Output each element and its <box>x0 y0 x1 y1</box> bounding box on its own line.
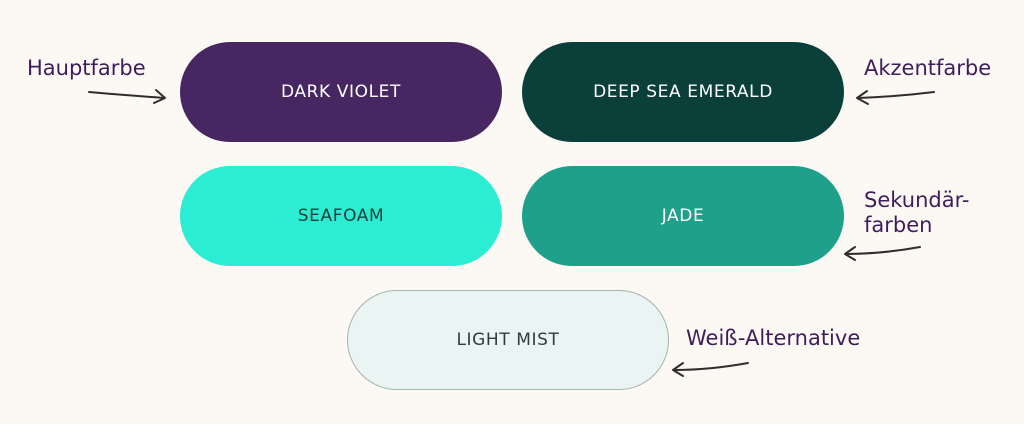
hand-drawn-arrow-icon <box>856 90 935 105</box>
swatch-label-seafoam: SEAFOAM <box>297 206 385 226</box>
annotation-sekundaerfarben: Sekundär- farben <box>864 188 969 238</box>
swatch-label-light-mist: LIGHT MIST <box>456 330 560 350</box>
annotation-sekundaer-line2: farben <box>864 213 933 237</box>
swatch-deep-sea-emerald: DEEP SEA EMERALD <box>522 42 844 142</box>
swatch-light-mist: LIGHT MIST <box>347 290 669 390</box>
swatch-label-dark-violet: DARK VIOLET <box>280 82 401 102</box>
swatch-label-deep-sea-emerald: DEEP SEA EMERALD <box>593 82 773 102</box>
annotation-sekundaer-line1: Sekundär- <box>864 188 970 212</box>
annotation-akzentfarbe: Akzentfarbe <box>864 56 992 80</box>
hand-drawn-arrow-icon <box>88 89 166 104</box>
swatch-jade: JADE <box>522 166 844 266</box>
swatch-seafoam: SEAFOAM <box>180 166 502 266</box>
hand-drawn-arrow-icon <box>844 246 921 261</box>
swatch-label-jade: JADE <box>661 206 705 226</box>
annotation-weiss-alternative: Weiß-Alternative <box>686 326 861 350</box>
annotation-hauptfarbe: Hauptfarbe <box>27 56 146 80</box>
hand-drawn-arrow-icon <box>672 362 749 377</box>
swatch-dark-violet: DARK VIOLET <box>180 42 502 142</box>
